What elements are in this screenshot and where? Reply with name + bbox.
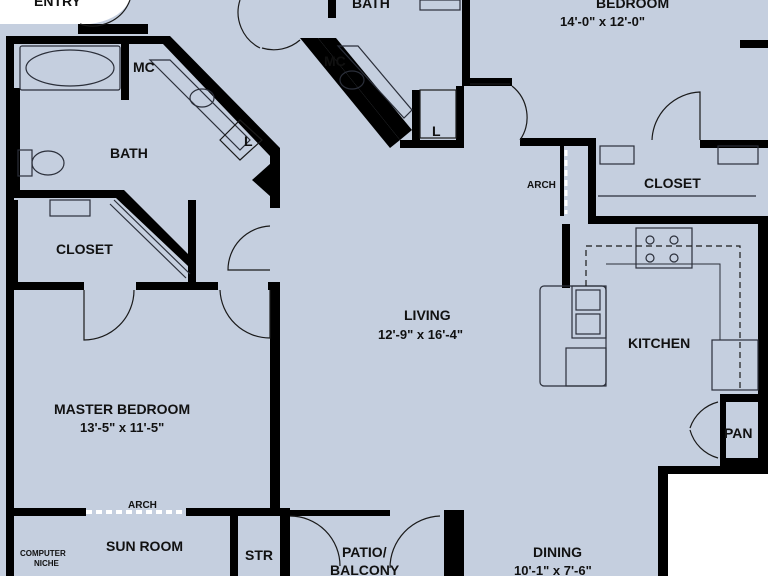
balcony-label: BALCONY bbox=[330, 562, 400, 576]
kitchen-label: KITCHEN bbox=[628, 335, 690, 351]
niche-label: NICHE bbox=[34, 559, 60, 568]
master-bedroom-label: MASTER BEDROOM bbox=[54, 401, 190, 417]
master-bedroom-dimensions: 13'-5" x 11'-5" bbox=[80, 420, 164, 435]
pantry-label: PAN bbox=[724, 425, 753, 441]
l-left-label: L bbox=[244, 133, 253, 149]
entry-label: ENTRY bbox=[34, 0, 82, 9]
mc-left-label: MC bbox=[133, 59, 155, 75]
bedroom-dimensions: 14'-0" x 12'-0" bbox=[560, 14, 645, 29]
sun-room-label: SUN ROOM bbox=[106, 538, 183, 554]
closet-left-label: CLOSET bbox=[56, 241, 113, 257]
living-label: LIVING bbox=[404, 307, 451, 323]
doors bbox=[79, 0, 719, 569]
computer-label: COMPUTER bbox=[20, 549, 66, 558]
fixtures bbox=[17, 0, 759, 391]
walls bbox=[6, 0, 768, 580]
bedroom-label: BEDROOM bbox=[596, 0, 669, 11]
exterior-area-entry bbox=[0, 0, 130, 24]
arch-right-label: ARCH bbox=[527, 180, 556, 191]
bath-left-label: BATH bbox=[110, 145, 148, 161]
arch-bottom-label: ARCH bbox=[128, 500, 157, 511]
patio-label: PATIO/ bbox=[342, 544, 387, 560]
l-center-label: L bbox=[432, 123, 441, 139]
living-dimensions: 12'-9" x 16'-4" bbox=[378, 327, 463, 342]
mc-center-label: MC bbox=[324, 53, 346, 69]
dining-label: DINING bbox=[533, 544, 582, 560]
bath-top-label: BATH bbox=[352, 0, 390, 11]
dining-dimensions: 10'-1" x 7'-6" bbox=[514, 563, 592, 576]
closet-right-label: CLOSET bbox=[644, 175, 701, 191]
exterior-area bbox=[668, 474, 768, 576]
storage-label: STR bbox=[245, 547, 273, 563]
